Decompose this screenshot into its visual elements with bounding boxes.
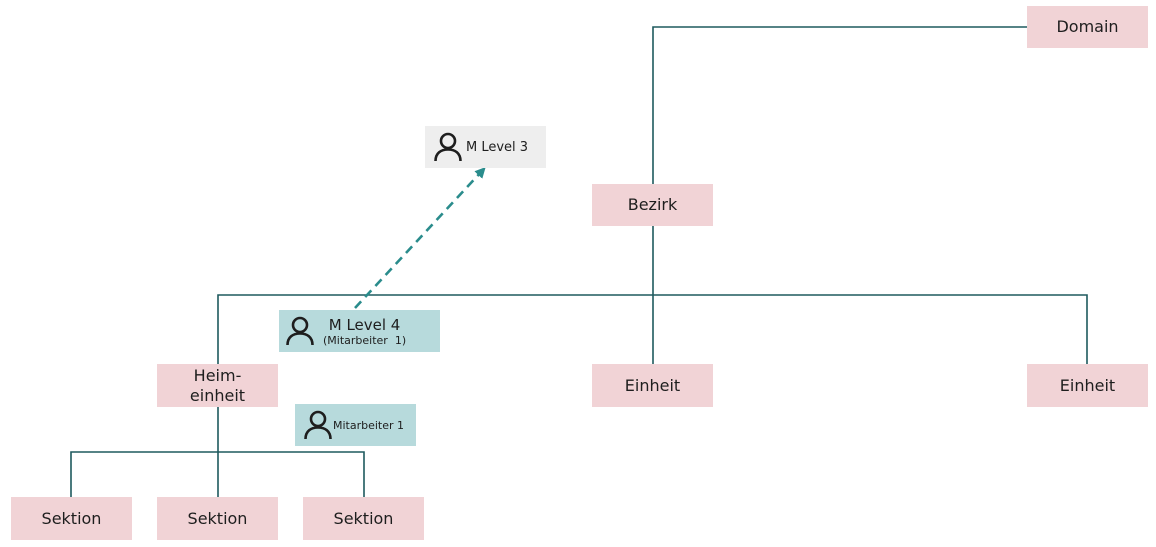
- node-sektion-1: Sektion: [11, 497, 132, 540]
- connector-level-bus: [217, 294, 1088, 365]
- dashed-arrow-reports-to: [354, 166, 486, 309]
- person-m-level-3-label: M Level 3: [466, 139, 529, 155]
- person-m-level-4-label: M Level 4: [328, 315, 401, 334]
- person-icon: [434, 132, 462, 162]
- person-mitarbeiter-1-label: Mitarbeiter 1: [333, 418, 405, 432]
- person-m-level-4-sublabel: (Mitarbeiter 1): [323, 333, 407, 347]
- connector-heimeinheit-sektionen: [70, 407, 365, 498]
- person-icon: [286, 316, 314, 346]
- person-mitarbeiter-1: Mitarbeiter 1: [295, 404, 416, 446]
- node-sektion-3: Sektion: [303, 497, 424, 540]
- node-sektion-2: Sektion: [157, 497, 278, 540]
- node-bezirk: Bezirk: [592, 184, 713, 226]
- heimeinheit-label-line1: Heim-: [193, 365, 242, 385]
- heimeinheit-label-line2: einheit: [189, 385, 246, 405]
- person-m-level-4: M Level 4 (Mitarbeiter 1): [279, 310, 440, 352]
- node-heimeinheit: Heim- einheit: [157, 364, 278, 407]
- connector-domain-bezirk: [652, 26, 1027, 185]
- node-einheit-right: Einheit: [1027, 364, 1148, 407]
- node-einheit-center: Einheit: [592, 364, 713, 407]
- person-icon: [304, 410, 332, 440]
- person-m-level-3: M Level 3: [425, 126, 546, 168]
- node-domain: Domain: [1027, 6, 1148, 48]
